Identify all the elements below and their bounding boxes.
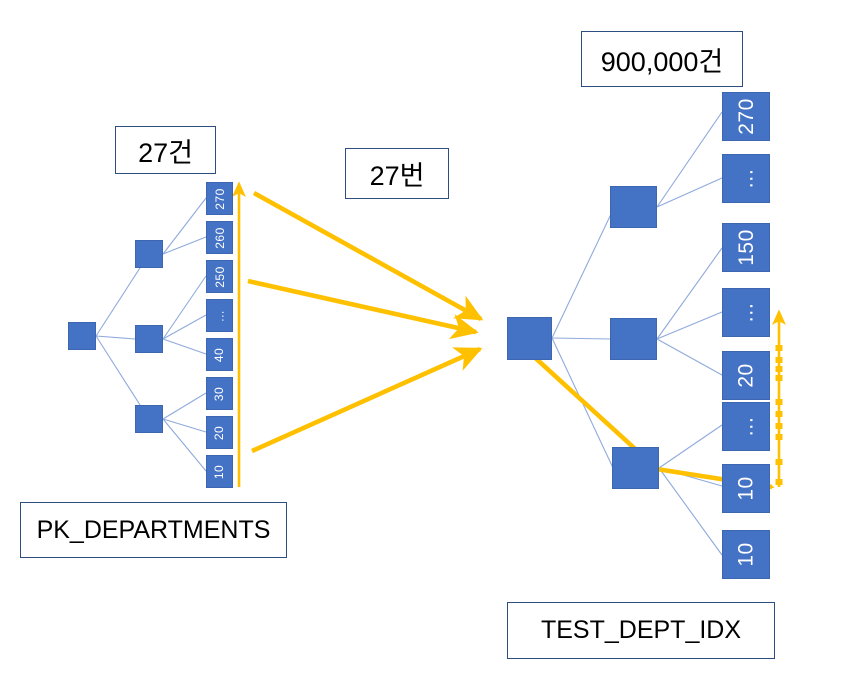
right-tree-leaf-1[interactable]: 270 bbox=[722, 92, 770, 141]
right-tree-leaf-label-2: … bbox=[734, 167, 758, 190]
right-tree-leaf-label-3: 150 bbox=[734, 229, 758, 266]
right-count-badge-label: 900,000건 bbox=[600, 46, 724, 77]
right-tree-leaf-8[interactable]: 10 bbox=[722, 530, 770, 579]
left-tree-leaf-label-8: 10 bbox=[212, 464, 227, 479]
right-tree-leaf-label-7: 10 bbox=[734, 476, 758, 501]
right-index-name-box: TEST_DEPT_IDX bbox=[507, 602, 775, 659]
right-count-badge: 900,000건 bbox=[581, 31, 743, 87]
right-tree-leaf-2[interactable]: … bbox=[722, 154, 770, 203]
left-tree-leaf-label-6: 30 bbox=[212, 386, 227, 401]
right-tree-leaf-5[interactable]: 20 bbox=[722, 351, 770, 400]
left-tree-leaf-2[interactable]: 260 bbox=[206, 221, 233, 254]
left-tree-leaf-6[interactable]: 30 bbox=[206, 377, 233, 410]
right-tree-branch-node-3[interactable] bbox=[612, 447, 659, 489]
right-tree-leaf-label-8: 10 bbox=[734, 542, 758, 567]
left-index-name-label: PK_DEPARTMENTS bbox=[36, 515, 271, 544]
right-tree-leaf-3[interactable]: 150 bbox=[722, 223, 770, 272]
left-tree-links bbox=[95, 197, 207, 472]
right-tree-leaf-label-4: … bbox=[734, 301, 758, 324]
cross-probe-arrows bbox=[247, 190, 484, 454]
left-tree-leaf-label-7: 20 bbox=[212, 425, 227, 440]
left-tree-branch-node-2[interactable] bbox=[135, 325, 163, 353]
probe-count-badge-label: 27번 bbox=[369, 161, 425, 191]
left-tree-leaf-4[interactable]: … bbox=[206, 299, 233, 332]
right-index-name-label: TEST_DEPT_IDX bbox=[540, 616, 742, 644]
left-tree-leaf-label-5: 40 bbox=[212, 347, 227, 362]
right-tree-leaf-label-1: 270 bbox=[734, 98, 758, 135]
left-tree-leaf-label-4: … bbox=[212, 309, 227, 322]
left-tree-leaf-1[interactable]: 270 bbox=[206, 182, 233, 215]
right-scan-dots bbox=[775, 345, 783, 485]
left-index-name-box: PK_DEPARTMENTS bbox=[20, 502, 287, 558]
left-count-badge: 27건 bbox=[115, 126, 216, 174]
right-tree-branch-node-1[interactable] bbox=[610, 186, 657, 228]
left-tree-branch-node-1[interactable] bbox=[135, 240, 163, 268]
left-tree-root-node[interactable] bbox=[68, 322, 96, 350]
right-tree-root-node[interactable] bbox=[507, 317, 552, 360]
left-tree-leaf-5[interactable]: 40 bbox=[206, 338, 233, 371]
left-tree-leaf-label-1: 270 bbox=[212, 187, 227, 210]
left-tree-leaf-7[interactable]: 20 bbox=[206, 416, 233, 449]
right-tree-leaf-label-5: 20 bbox=[734, 363, 758, 388]
right-tree-leaf-7[interactable]: 10 bbox=[722, 464, 770, 513]
right-tree-leaf-6[interactable]: … bbox=[722, 402, 770, 451]
left-tree-leaf-label-2: 260 bbox=[212, 226, 227, 249]
left-tree-leaf-3[interactable]: 250 bbox=[206, 260, 233, 293]
probe-count-badge: 27번 bbox=[345, 148, 449, 199]
right-tree-branch-node-2[interactable] bbox=[610, 318, 657, 360]
left-tree-branch-node-3[interactable] bbox=[135, 405, 163, 433]
right-tree-leaf-label-6: … bbox=[734, 415, 758, 438]
left-tree-leaf-label-3: 250 bbox=[212, 265, 227, 288]
right-tree-leaf-4[interactable]: … bbox=[722, 288, 770, 337]
left-tree-leaf-8[interactable]: 10 bbox=[206, 455, 233, 488]
left-count-badge-label: 27건 bbox=[138, 137, 193, 168]
